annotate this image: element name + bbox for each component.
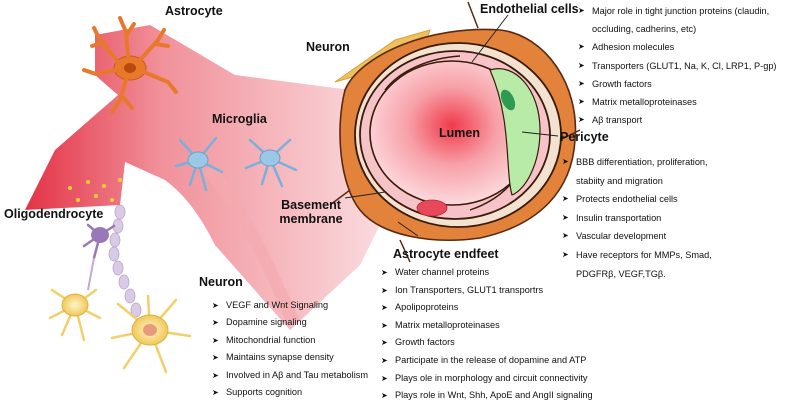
label-lumen: Lumen (439, 126, 480, 140)
list-item: Plays ole in morphology and circuit conn… (381, 370, 593, 388)
label-neuron-bottom: Neuron (199, 275, 243, 289)
pericyte-nucleus (500, 89, 516, 111)
label-astrocyte-endfeet: Astrocyte endfeet (393, 247, 499, 261)
list-item: Protects endothelial cells (562, 190, 712, 209)
list-item: Participate in the release of dopamine a… (381, 352, 593, 370)
list-item: PDGFRβ, VEGF,TGβ. (576, 268, 666, 279)
list-item: Ion Transporters, GLUT1 transportrs (381, 282, 593, 300)
list-item: Insulin transportation (562, 209, 712, 228)
list-item: stabiity and migration (576, 175, 663, 186)
list-item: occluding, cadherins, etc) (592, 24, 697, 35)
list-item: Mitochondrial function (212, 332, 368, 350)
leader-lines (344, 14, 559, 237)
pericyte-functions-list: BBB differentiation, proliferation, stab… (562, 153, 712, 283)
list-item: Vascular development (562, 227, 712, 246)
neuron-functions-list: VEGF and Wnt Signaling Dopamine signalin… (212, 297, 368, 402)
astrocyte-cell (82, 16, 178, 114)
list-item: VEGF and Wnt Signaling (212, 297, 368, 315)
list-item: Growth factors (578, 75, 777, 93)
list-item: Matrix metalloproteinases (381, 317, 593, 335)
list-item: Adhesion molecules (578, 38, 777, 56)
list-item: Dopamine signaling (212, 314, 368, 332)
list-item: Supports cognition (212, 384, 368, 402)
list-item: Have receptors for MMPs, Smad, (562, 246, 712, 265)
list-item: BBB differentiation, proliferation, (562, 153, 712, 172)
list-item: Plays role in Wnt, Shh, ApoE and AngII s… (381, 387, 593, 405)
list-item: Maintains synapse density (212, 349, 368, 367)
list-item: Matrix metalloproteinases (578, 93, 777, 111)
list-item: Apolipoproteins (381, 299, 593, 317)
label-microglia: Microglia (212, 112, 267, 126)
microglia-cells (174, 136, 298, 192)
list-item: Transporters (GLUT1, Na, K, Cl, LRP1, P-… (578, 57, 777, 75)
secretion-dots (68, 178, 122, 202)
red-blood-cell (416, 199, 448, 217)
list-item: Involved in Aβ and Tau metabolism (212, 367, 368, 385)
label-pericyte: Pericyte (560, 130, 609, 144)
neuron-cells (48, 288, 192, 374)
astrocyte-endfeet-functions-list: Water channel proteins Ion Transporters,… (381, 264, 593, 405)
endothelial-functions-list: Major role in tight junction proteins (c… (578, 2, 777, 130)
vessel-fold (200, 165, 300, 320)
list-item: Growth factors (381, 334, 593, 352)
oligodendrocyte-cell (82, 204, 142, 318)
list-item: Water channel proteins (381, 264, 593, 282)
label-endothelial-cells: Endothelial cells (480, 2, 579, 16)
label-oligodendrocyte: Oligodendrocyte (4, 207, 104, 221)
list-item: Aβ transport (578, 111, 777, 129)
label-neuron-top: Neuron (306, 40, 350, 54)
label-basement-membrane: Basement membrane (279, 198, 343, 226)
label-astrocyte: Astrocyte (165, 4, 223, 18)
list-item: Major role in tight junction proteins (c… (578, 2, 777, 20)
